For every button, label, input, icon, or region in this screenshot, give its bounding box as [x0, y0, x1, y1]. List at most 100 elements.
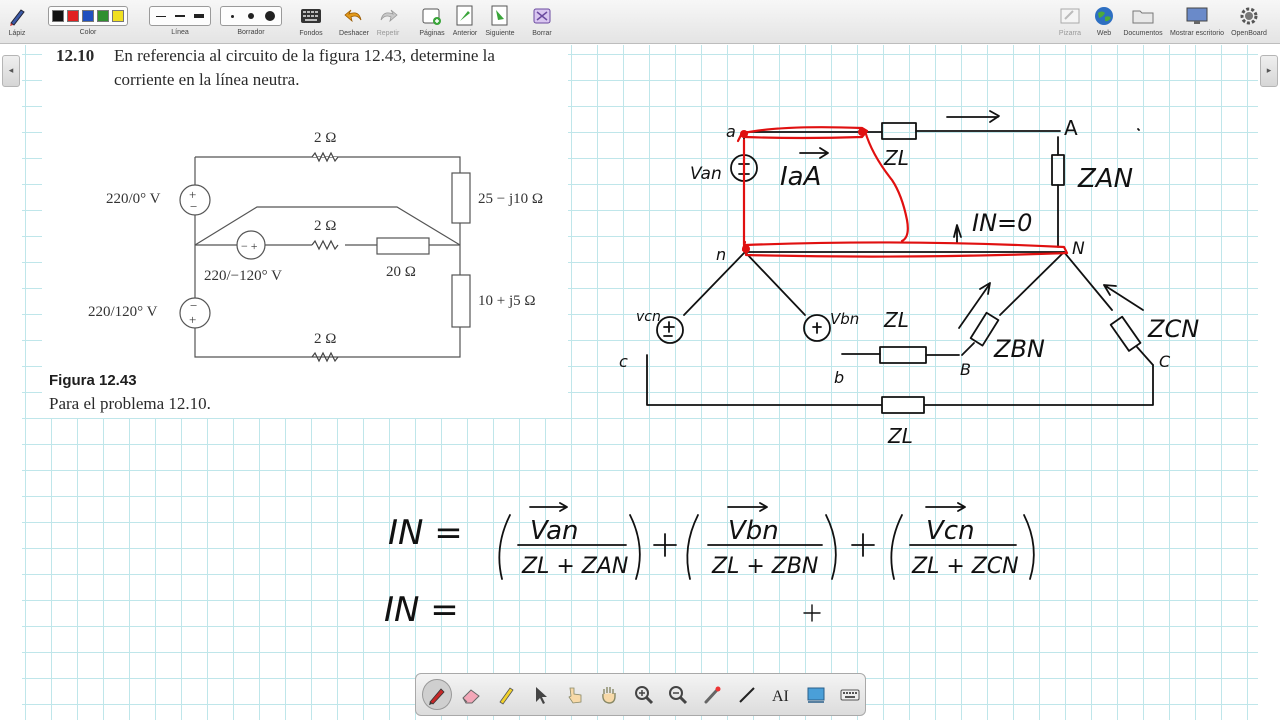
zl-mid-label: ZL — [883, 308, 909, 332]
backgrounds-button[interactable]: Fondos — [296, 0, 326, 44]
node-N-label: N — [1072, 239, 1085, 259]
redo-icon — [380, 9, 398, 23]
eraser-small-button[interactable] — [224, 9, 240, 23]
selector-tool-button[interactable] — [525, 679, 554, 710]
color-swatch-yellow[interactable] — [112, 10, 124, 22]
vbn-label: Vbn — [830, 310, 859, 328]
delete-button[interactable]: Borrar — [528, 0, 556, 44]
web-button[interactable]: Web — [1092, 0, 1116, 44]
next-page-button[interactable]: Siguiente — [484, 0, 516, 44]
node-n-label: n — [716, 245, 726, 264]
board-mode-button[interactable]: Pizarra — [1055, 0, 1085, 44]
source-a-label: 220/0° V — [106, 191, 161, 207]
add-page-icon — [422, 8, 441, 25]
whiteboard-canvas[interactable]: 12.10 En referencia al circuito de la fi… — [22, 45, 1258, 720]
gear-icon — [1240, 7, 1258, 25]
problem-image[interactable]: 12.10 En referencia al circuito de la fi… — [42, 45, 568, 418]
previous-page-icon — [456, 5, 473, 26]
documents-button[interactable]: Documentos — [1122, 0, 1164, 44]
text-icon: AI — [772, 688, 789, 705]
show-desktop-button[interactable]: Mostrar escritorio — [1168, 0, 1226, 44]
color-swatch-blue[interactable] — [82, 10, 94, 22]
line-thin-button[interactable] — [153, 9, 169, 23]
handwritten-annotations: a A n N b B c C Van Vbn vcn IaA ZL ZL ZL… — [384, 110, 1199, 630]
line-medium-button[interactable] — [172, 9, 188, 23]
color-picker: Color — [38, 0, 138, 44]
pointing-hand-icon — [568, 687, 582, 703]
zoom-out-button[interactable] — [663, 679, 692, 710]
color-swatch-black[interactable] — [52, 10, 64, 22]
right-panel-toggle[interactable]: ▸ — [1260, 55, 1278, 87]
svg-text:−: − — [190, 298, 197, 313]
problem-number: 12.10 — [56, 46, 95, 65]
screen-capture-icon — [807, 687, 825, 703]
svg-text:AI: AI — [772, 688, 789, 705]
fraction-3-numerator: Vcn — [926, 516, 975, 546]
equation-lhs: IN = — [388, 513, 463, 553]
keyboard-icon — [840, 689, 860, 700]
undo-icon — [344, 9, 362, 23]
color-swatch-green[interactable] — [97, 10, 109, 22]
zl-top-label: ZL — [883, 146, 909, 170]
neutral-current-zero-label: IN=0 — [972, 209, 1032, 237]
fraction-1-numerator: Van — [530, 516, 579, 546]
pen-tool[interactable]: Lápiz — [4, 0, 30, 44]
svg-text:+: + — [189, 187, 196, 202]
fraction-2-numerator: Vbn — [728, 516, 779, 546]
previous-page-button[interactable]: Anterior — [451, 0, 479, 44]
resistor-mid-label: 2 Ω — [314, 218, 336, 234]
zcn-label: ZCN — [1147, 315, 1199, 343]
eraser-tool-button[interactable] — [457, 679, 486, 710]
redo-button[interactable]: Repetir — [374, 0, 402, 44]
pages-button[interactable]: Páginas — [417, 0, 447, 44]
chevron-right-icon: ▸ — [1266, 66, 1272, 76]
monitor-icon — [1186, 7, 1208, 24]
folder-icon — [1132, 10, 1154, 24]
circuit-figure: + − − + − + 220/0° V 220/−120° V 220/120… — [88, 130, 543, 363]
hand-tool-button[interactable] — [594, 679, 623, 710]
fraction-2-denominator: ZL + ZBN — [711, 554, 818, 579]
resistor-20-label: 20 Ω — [386, 264, 416, 280]
virtual-keyboard-button[interactable] — [836, 679, 865, 710]
pen-icon — [10, 9, 25, 26]
eraser-medium-button[interactable] — [243, 9, 259, 23]
figure-title: Figura 12.43 — [49, 372, 137, 389]
resistor-top-label: 2 Ω — [314, 130, 336, 146]
text-tool-button[interactable]: AI — [767, 679, 796, 710]
node-C-label: C — [1159, 352, 1171, 371]
globe-icon — [1095, 7, 1113, 25]
problem-statement-line-1: En referencia al circuito de la figura 1… — [114, 46, 495, 65]
line-thick-button[interactable] — [191, 9, 207, 23]
tool-palette: AI — [415, 673, 866, 716]
zan-label: ZAN — [1077, 164, 1133, 194]
fraction-3-denominator: ZL + ZCN — [911, 554, 1019, 579]
chevron-left-icon: ◂ — [8, 66, 14, 76]
pen-icon — [428, 687, 445, 705]
impedance-b-label: 10 + j5 Ω — [478, 293, 536, 309]
zbn-label: ZBN — [993, 335, 1045, 363]
line-tool-button[interactable] — [732, 679, 761, 710]
color-swatch-red[interactable] — [67, 10, 79, 22]
undo-button[interactable]: Deshacer — [338, 0, 370, 44]
pointer-arrow-icon — [536, 686, 548, 704]
capture-tool-button[interactable] — [801, 679, 830, 710]
line-icon — [739, 686, 755, 703]
next-page-icon — [491, 5, 508, 26]
current-iaa-label: IaA — [780, 162, 821, 192]
marker-tool-button[interactable] — [491, 679, 520, 710]
eraser-icon — [462, 688, 481, 703]
zoom-in-button[interactable] — [629, 679, 658, 710]
eraser-large-button[interactable] — [262, 9, 278, 23]
laser-pointer-button[interactable] — [698, 679, 727, 710]
openboard-menu-button[interactable]: OpenBoard — [1230, 0, 1268, 44]
clear-page-icon — [533, 8, 551, 24]
node-B-label: B — [960, 360, 971, 379]
keyboard-grid-icon — [301, 9, 321, 23]
left-panel-toggle[interactable]: ◂ — [2, 55, 20, 87]
zoom-out-icon — [668, 685, 688, 704]
source-c-label: 220/120° V — [88, 304, 158, 320]
main-toolbar: Lápiz Color Línea Borrador Fondos — [0, 0, 1280, 44]
pen-tool-button[interactable] — [422, 679, 452, 710]
interact-tool-button[interactable] — [560, 679, 589, 710]
source-b-label: 220/−120° V — [204, 268, 282, 284]
